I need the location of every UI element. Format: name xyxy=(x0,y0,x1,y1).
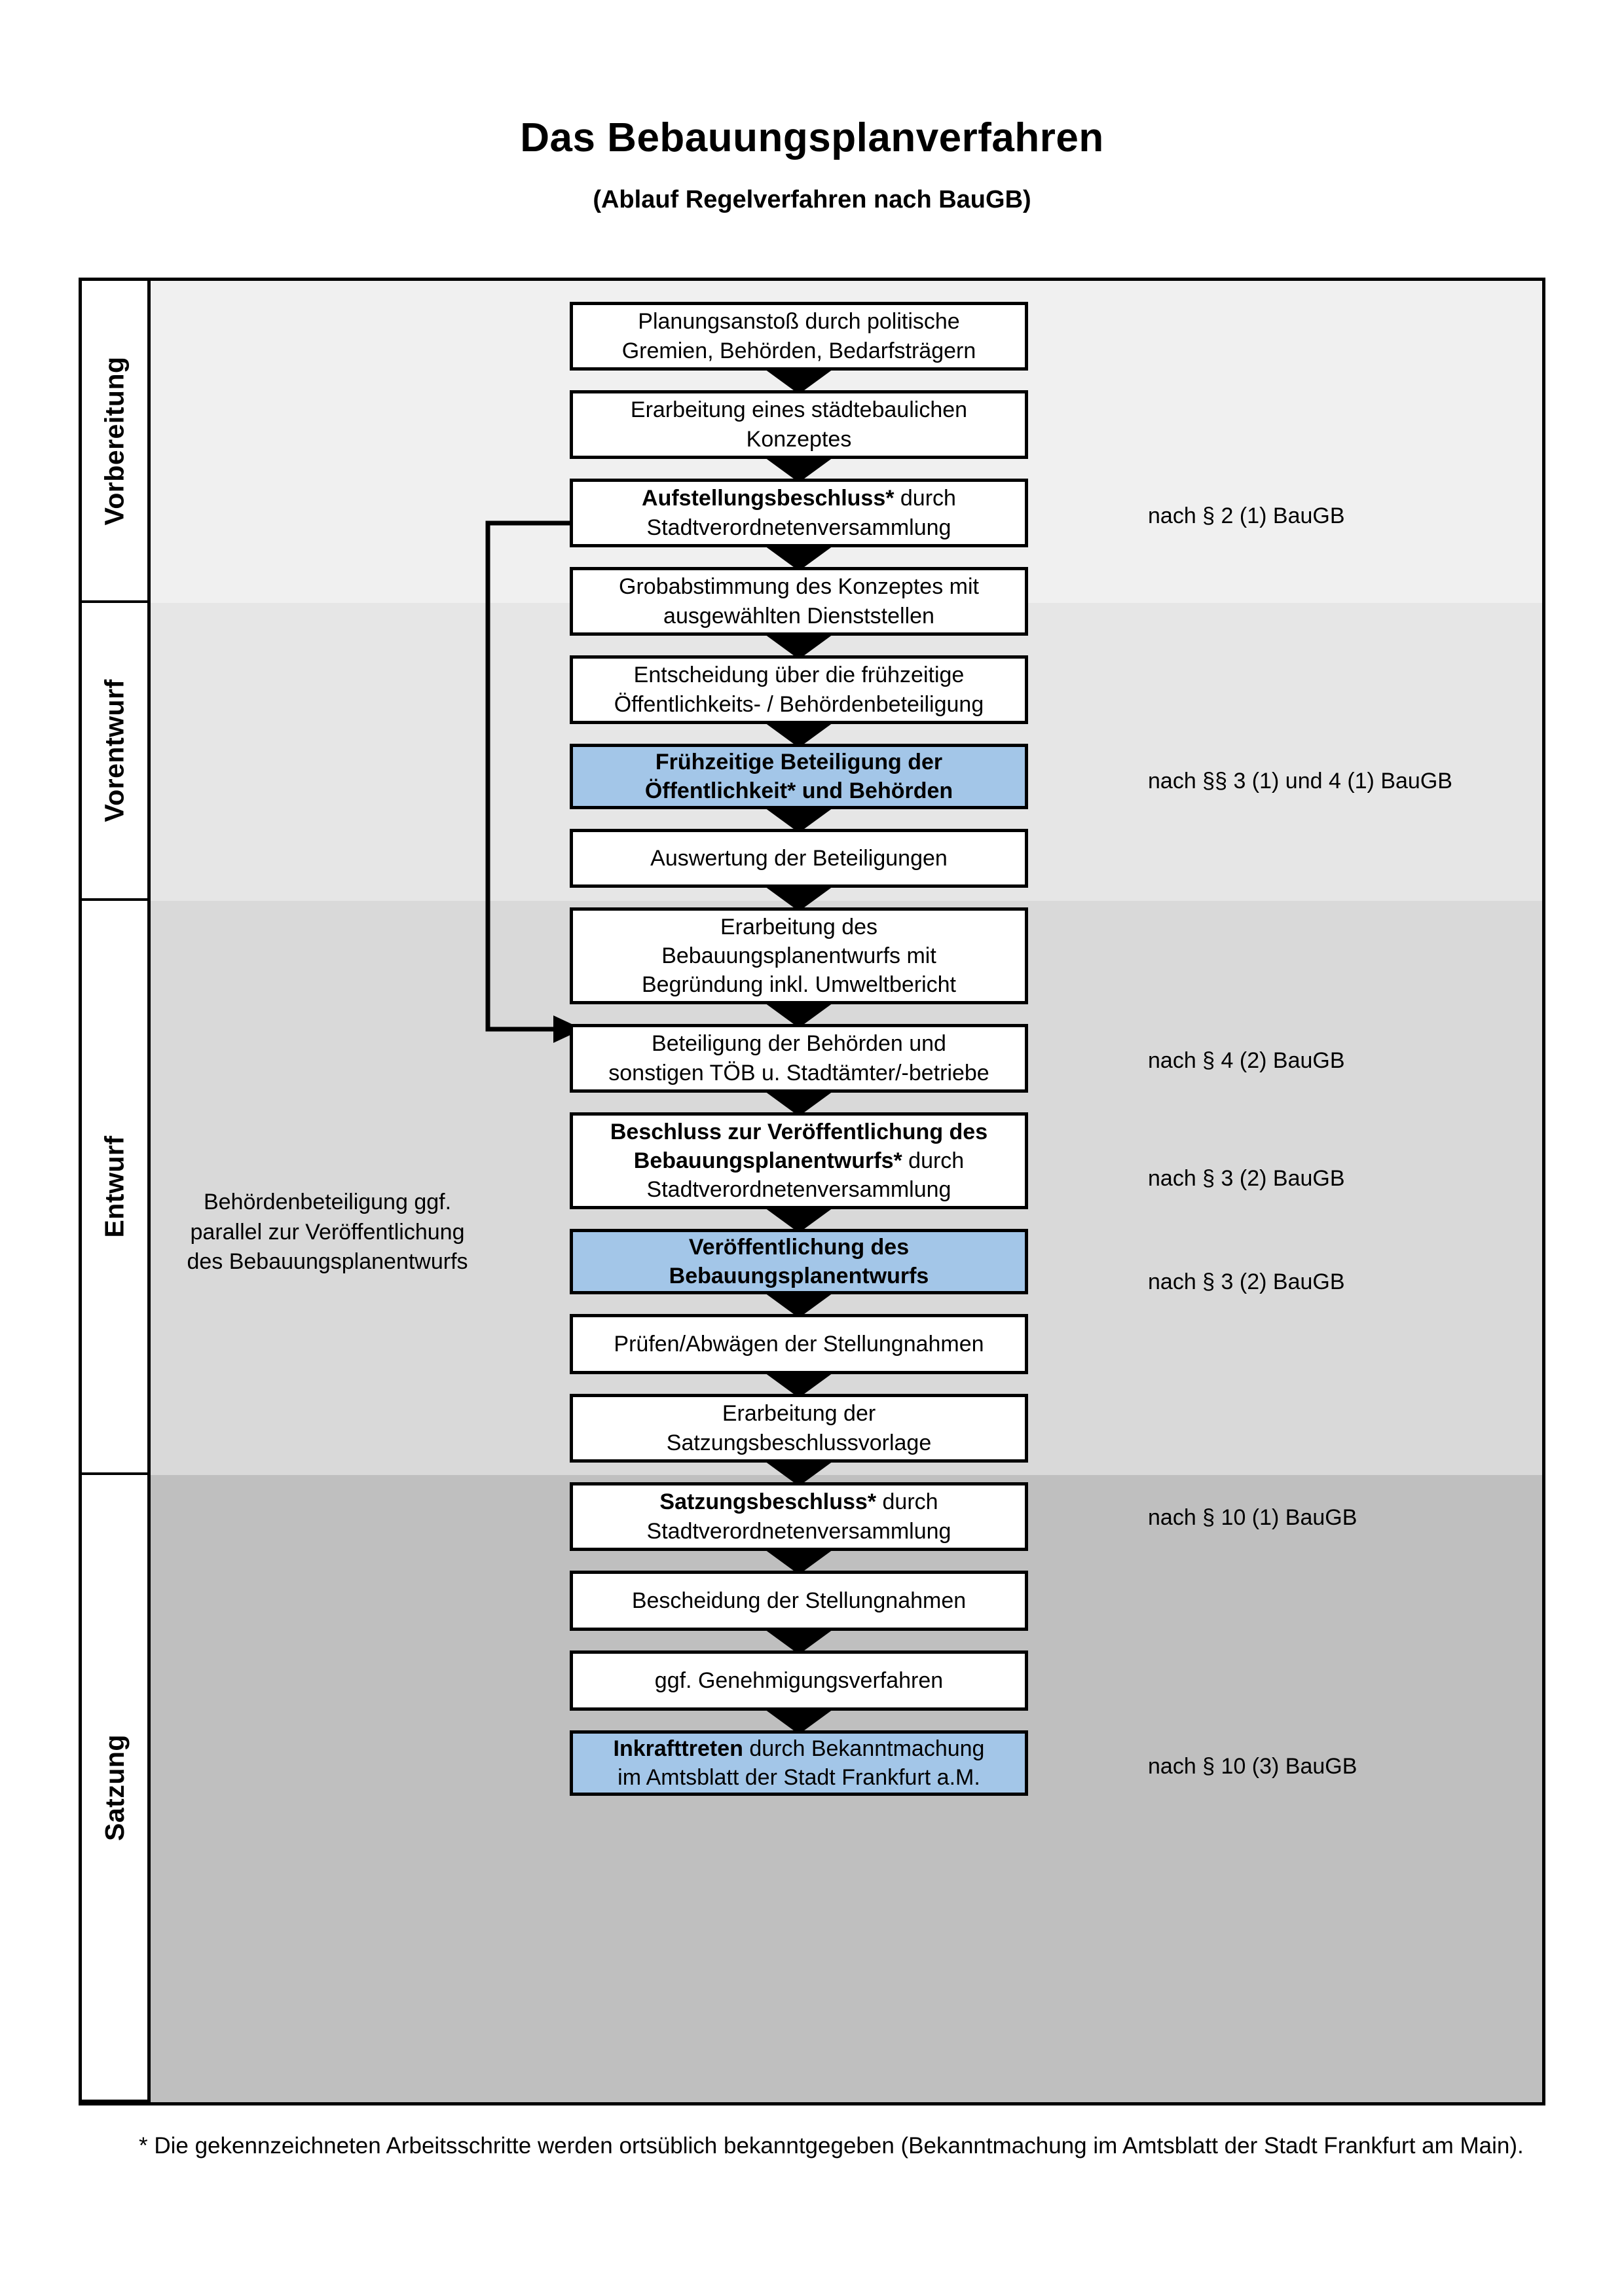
arrow-icon xyxy=(765,886,833,911)
page-subtitle: (Ablauf Regelverfahren nach BauGB) xyxy=(593,186,1031,213)
footnote: * Die gekennzeichneten Arbeitsschritte w… xyxy=(139,2133,1524,2159)
phase-cell-entwurf: Entwurf xyxy=(82,901,151,1475)
arrow-icon xyxy=(765,723,833,748)
node-text: Auswertung der Beteiligungen xyxy=(650,845,948,871)
phase-cell-satzung: Satzung xyxy=(82,1475,151,2102)
reference-par-10-1: nach § 10 (1) BauGB xyxy=(1148,1505,1357,1530)
node-text: Planungsanstoß durch politische Gremien,… xyxy=(621,309,976,363)
reference-par-4-2: nach § 4 (2) BauGB xyxy=(1148,1048,1345,1073)
arrow-icon xyxy=(765,1091,833,1116)
arrow-icon xyxy=(765,1461,833,1486)
node-pruefen-abwaegen[interactable]: Prüfen/Abwägen der Stellungnahmen xyxy=(570,1314,1028,1374)
arrow-icon xyxy=(765,1630,833,1654)
node-text: Erarbeitung eines städtebaulichen Konzep… xyxy=(630,397,968,452)
reference-par-2-1: nach § 2 (1) BauGB xyxy=(1148,503,1345,528)
node-veroeffentlichung-bebauungsplanentwurf[interactable]: Veröffentlichung des Bebauungsplanentwur… xyxy=(570,1229,1028,1294)
node-text: Grobabstimmung des Konzeptes mit ausgewä… xyxy=(619,574,979,629)
node-text: Aufstellungsbeschluss* durch Stadtverord… xyxy=(642,486,956,540)
side-note-behoerdenbeteiligung: Behördenbeteiligung ggf. parallel zur Ve… xyxy=(187,1190,468,1275)
reference-par-3-2-a: nach § 3 (2) BauGB xyxy=(1148,1166,1345,1191)
node-text: Satzungsbeschluss* durch Stadtverordnete… xyxy=(646,1489,951,1544)
arrow-icon xyxy=(765,1709,833,1734)
reference-par-3-2-b: nach § 3 (2) BauGB xyxy=(1148,1269,1345,1294)
reference-par-3-1-4-1: nach §§ 3 (1) und 4 (1) BauGB xyxy=(1148,769,1452,793)
arrow-icon xyxy=(765,1550,833,1575)
phase-cell-vorentwurf: Vorentwurf xyxy=(82,603,151,901)
arrow-icon xyxy=(765,546,833,571)
node-text: Prüfen/Abwägen der Stellungnahmen xyxy=(614,1331,984,1357)
node-text-bold: Aufstellungsbeschluss* xyxy=(642,486,895,511)
node-text: Beschluss zur Veröffentlichung des Bebau… xyxy=(610,1119,988,1203)
node-beschluss-veroeffentlichung[interactable]: Beschluss zur Veröffentlichung des Bebau… xyxy=(570,1112,1028,1209)
page-title: Das Bebauungsplanverfahren xyxy=(520,115,1104,160)
title-block: Das Bebauungsplanverfahren (Ablauf Regel… xyxy=(0,115,1624,214)
node-beteiligung-behoerden-toeb[interactable]: Beteiligung der Behörden und sonstigen T… xyxy=(570,1024,1028,1093)
phase-label-satzung: Satzung xyxy=(99,1734,130,1841)
node-text: Veröffentlichung des Bebauungsplanentwur… xyxy=(669,1234,929,1288)
node-entscheidung-fruehzeitige-beteiligung[interactable]: Entscheidung über die frühzeitige Öffent… xyxy=(570,655,1028,724)
node-text: Frühzeitige Beteiligung der Öffentlichke… xyxy=(644,749,953,803)
phase-label-entwurf: Entwurf xyxy=(99,1135,130,1238)
phase-cell-vorbereitung: Vorbereitung xyxy=(82,281,151,603)
node-auswertung-beteiligungen[interactable]: Auswertung der Beteiligungen xyxy=(570,829,1028,888)
node-text: Beteiligung der Behörden und sonstigen T… xyxy=(608,1031,989,1085)
node-text: Erarbeitung der Satzungsbeschlussvorlage xyxy=(666,1401,932,1455)
node-genehmigungsverfahren[interactable]: ggf. Genehmigungsverfahren xyxy=(570,1650,1028,1711)
phase-label-vorbereitung: Vorbereitung xyxy=(99,355,130,526)
arrow-icon xyxy=(765,1003,833,1028)
arrow-icon xyxy=(765,369,833,394)
flowchart-frame: Vorbereitung Vorentwurf Entwurf Satzung … xyxy=(79,278,1545,2105)
node-text: Bescheidung der Stellungnahmen xyxy=(631,1588,967,1613)
node-fruehzeitige-beteiligung[interactable]: Frühzeitige Beteiligung der Öffentlichke… xyxy=(570,744,1028,809)
arrow-icon xyxy=(765,1373,833,1398)
arrow-icon xyxy=(765,808,833,833)
node-text: Inkrafttreten durch Bekanntmachung im Am… xyxy=(613,1736,985,1790)
node-grobabstimmung[interactable]: Grobabstimmung des Konzeptes mit ausgewä… xyxy=(570,567,1028,636)
node-erarbeitung-bebauungsplanentwurf[interactable]: Erarbeitung des Bebauungsplanentwurfs mi… xyxy=(570,907,1028,1004)
node-text: Erarbeitung des Bebauungsplanentwurfs mi… xyxy=(641,914,957,998)
node-inkrafttreten[interactable]: Inkrafttreten durch Bekanntmachung im Am… xyxy=(570,1730,1028,1796)
node-erarbeitung-satzungsbeschlussvorlage[interactable]: Erarbeitung der Satzungsbeschlussvorlage xyxy=(570,1394,1028,1463)
node-aufstellungsbeschluss[interactable]: Aufstellungsbeschluss* durch Stadtverord… xyxy=(570,479,1028,547)
phase-label-vorentwurf: Vorentwurf xyxy=(99,679,130,822)
arrow-icon xyxy=(765,1293,833,1318)
node-text: Entscheidung über die frühzeitige Öffent… xyxy=(614,663,984,717)
node-satzungsbeschluss[interactable]: Satzungsbeschluss* durch Stadtverordnete… xyxy=(570,1482,1028,1551)
node-bescheidung-stellungnahmen[interactable]: Bescheidung der Stellungnahmen xyxy=(570,1571,1028,1631)
arrow-icon xyxy=(765,634,833,659)
arrow-icon xyxy=(765,1208,833,1233)
node-planungsanstoss[interactable]: Planungsanstoß durch politische Gremien,… xyxy=(570,302,1028,371)
arrow-icon xyxy=(765,458,833,483)
node-text: ggf. Genehmigungsverfahren xyxy=(654,1667,944,1693)
node-staedtebauliches-konzept[interactable]: Erarbeitung eines städtebaulichen Konzep… xyxy=(570,390,1028,459)
reference-par-10-3: nach § 10 (3) BauGB xyxy=(1148,1754,1357,1779)
